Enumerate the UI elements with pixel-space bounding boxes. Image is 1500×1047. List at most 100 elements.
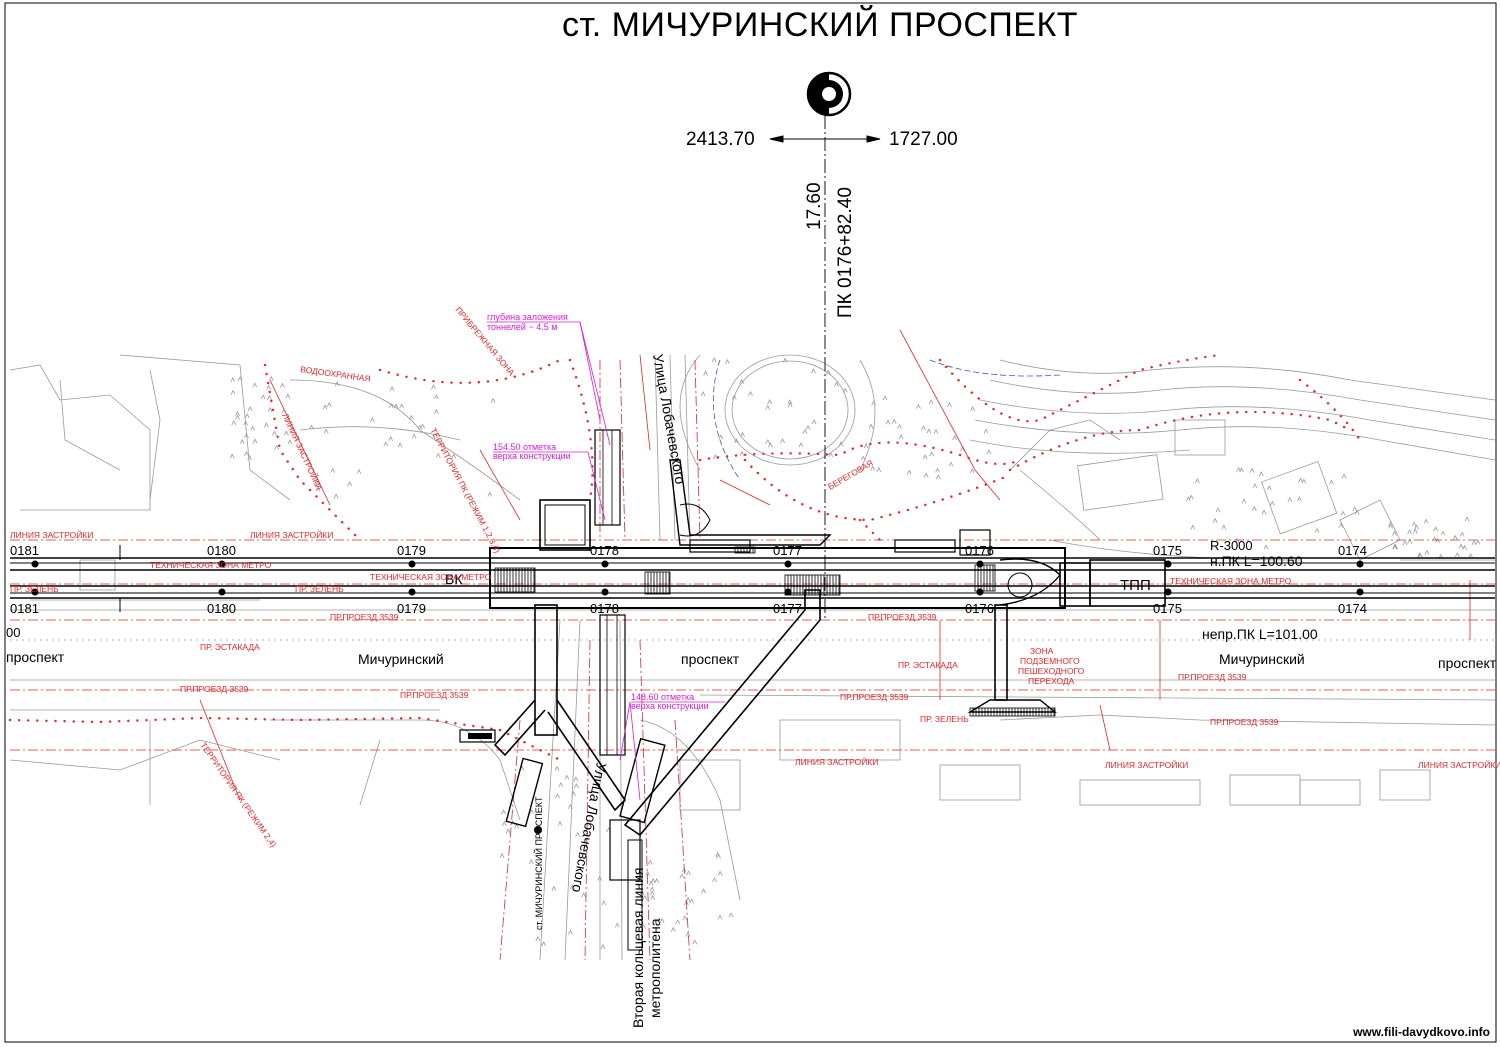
drawing-frame [4,2,1497,1043]
stair-block-5 [734,546,756,554]
tree-mark [1471,539,1477,545]
tree-mark [571,790,576,796]
tree-mark [926,428,932,434]
tree-mark [882,395,888,401]
street-prospekt-left: проспект [6,649,65,665]
tree-mark [1452,534,1458,540]
tree-mark [266,384,272,390]
tree-mark [675,919,681,925]
tree-mark [1464,516,1470,522]
tree-mark [383,441,389,447]
axis-marker-icon [806,71,852,117]
tree-mark [568,929,573,935]
tree-mark [682,915,688,921]
tree-mark [250,425,256,431]
picket-dot-3-0 [601,560,609,568]
tree-mark [434,394,439,400]
picket-dot-3-1 [601,588,609,596]
tree-mark [765,404,771,410]
tree-mark [871,400,876,406]
tree-mark [230,389,236,395]
tree-mark [501,809,506,815]
tree-mark [347,481,353,487]
tree-mark [501,820,507,826]
tree-mark [499,852,505,858]
tree-mark [420,423,425,429]
tree-mark [1458,543,1464,549]
tree-mark [649,890,655,896]
tree-mark [898,434,904,440]
tree-mark [916,403,921,409]
picket-dot-4-0 [784,560,792,568]
tree-mark [267,394,272,401]
tree-mark [970,406,976,412]
tree-mark [876,467,882,473]
picket-bottom-0: 0181 [10,601,39,616]
tree-mark [1352,506,1358,512]
tree-mark [614,922,620,928]
tree-mark [731,394,737,400]
tree-mark [231,420,237,426]
tree-mark [247,406,253,412]
tree-mark [330,467,336,473]
tree-mark [768,442,773,448]
proezd-right2: ПР.ПРОЕЗД 3539 [1210,717,1279,727]
tree-mark [557,820,563,826]
tree-mark [860,455,866,461]
picket-bottom-6: 0175 [1153,601,1182,616]
tree-mark [230,376,236,383]
tree-mark [826,369,831,375]
metro-structures [10,429,1495,951]
picket-top-7: 0174 [1338,543,1367,558]
tree-mark [787,399,793,405]
tree-mark [1423,518,1429,524]
tree-mark [828,451,834,458]
tree-mark [528,859,534,865]
tree-mark [718,434,724,440]
magenta-annotations: глубина заложения тоннелей ~ 4.5 м 154.5… [487,312,709,711]
tree-mark [1407,529,1412,535]
tree-mark [285,393,291,399]
zastroyki-right: ЛИНИЯ ЗАСТРОЙКИ [1105,759,1188,770]
tree-mark [1234,537,1240,543]
tree-mark [717,870,723,876]
tree-mark [322,404,328,410]
tree-mark [1239,467,1244,473]
tree-mark [1258,471,1264,477]
tree-mark [724,358,730,364]
tree-mark [1455,552,1460,558]
tree-mark [929,451,935,457]
tree-mark [573,783,579,789]
tree-mark [711,357,717,363]
tree-mark [1252,482,1258,489]
tree-mark [712,877,717,883]
tree-mark [505,828,511,834]
tree-mark [935,474,941,480]
tree-mark [1301,478,1307,484]
tree-mark [597,875,603,881]
tree-mark [654,878,660,884]
street-michurinsky-right: Мичуринский [1219,651,1305,667]
street-prospekt-center: проспект [681,651,740,667]
tree-mark [787,402,793,408]
picket-bottom-3: 0178 [590,601,619,616]
tree-mark [739,450,745,456]
picket-bottom-4: 0177 [773,601,802,616]
beregovaya: БЕРЕГОВАЯ [826,458,875,492]
tree-mark [334,381,340,387]
tree-mark [535,935,541,941]
depth-note-line1: глубина заложения [487,312,568,322]
second-ring-line1: Вторая кольцевая линия [630,868,646,1029]
tree-mark [1424,549,1430,555]
tree-mark [1261,509,1267,515]
tree-mark [948,461,954,467]
tree-mark [243,420,248,426]
tree-mark [1440,530,1446,536]
tree-mark [435,452,441,458]
tree-mark [870,465,876,471]
tree-mark [1411,521,1417,527]
picket-dot-5-0 [976,560,984,568]
tree-mark [235,414,240,420]
start-pk-label: н.ПК L=100.60 [1210,553,1303,569]
